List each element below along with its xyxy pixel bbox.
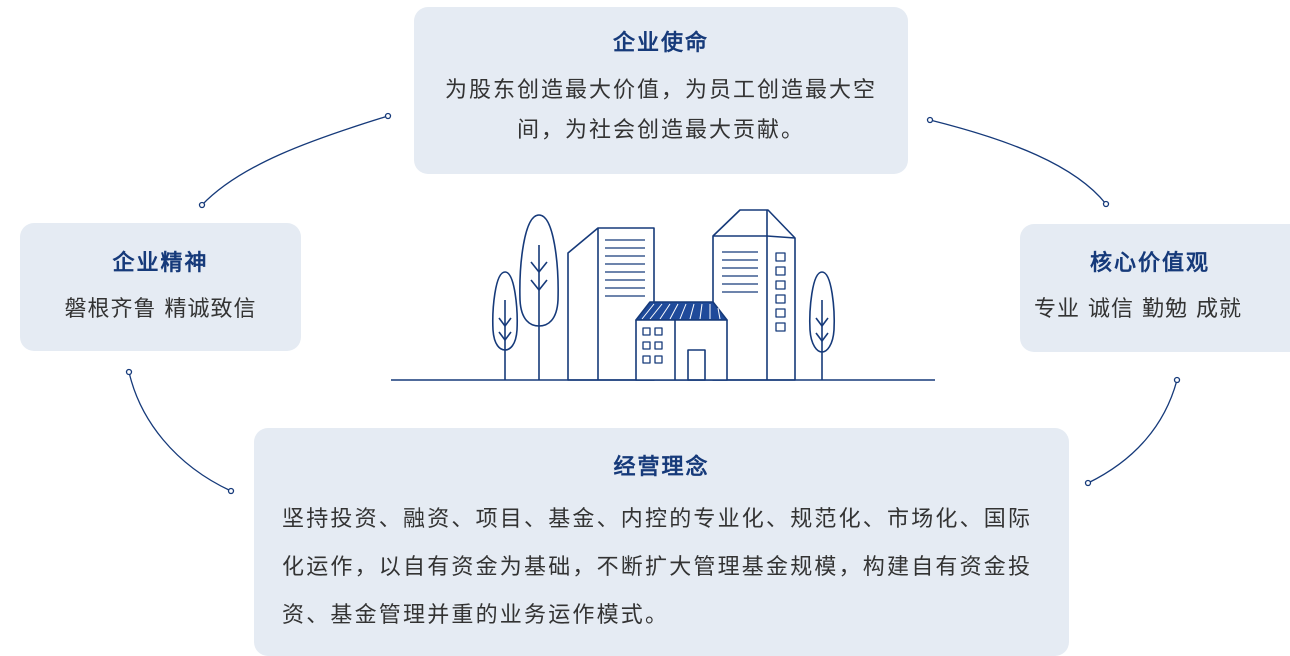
- spirit-card: 企业精神 磐根齐鲁 精诚致信: [20, 223, 301, 351]
- spirit-title: 企业精神: [112, 251, 209, 276]
- philosophy-body: 坚持投资、融资、项目、基金、内控的专业化、规范化、市场化、国际化运作，以自有资金…: [282, 507, 1033, 628]
- values-card: 核心价值观 专业 诚信 勤勉 成就: [1020, 224, 1290, 352]
- mission-title: 企业使命: [612, 31, 709, 56]
- connector-mission-spirit: [201, 115, 389, 206]
- values-body: 专业 诚信 勤勉 成就: [1034, 297, 1242, 322]
- spirit-body: 磐根齐鲁 精诚致信: [64, 297, 257, 322]
- mission-body: 为股东创造最大价值，为员工创造最大空间，为社会创造最大贡献。: [444, 78, 877, 143]
- connector-spirit-philosophy: [128, 371, 232, 492]
- connector-mission-values: [929, 119, 1107, 205]
- mission-card: 企业使命 为股东创造最大价值，为员工创造最大空间，为社会创造最大贡献。: [414, 7, 908, 174]
- city-buildings-icon: [391, 209, 935, 381]
- philosophy-card: 经营理念 坚持投资、融资、项目、基金、内控的专业化、规范化、市场化、国际化运作，…: [254, 428, 1069, 656]
- connector-values-philosophy: [1087, 379, 1178, 484]
- philosophy-title: 经营理念: [613, 455, 710, 480]
- values-title: 核心价值观: [1090, 251, 1211, 276]
